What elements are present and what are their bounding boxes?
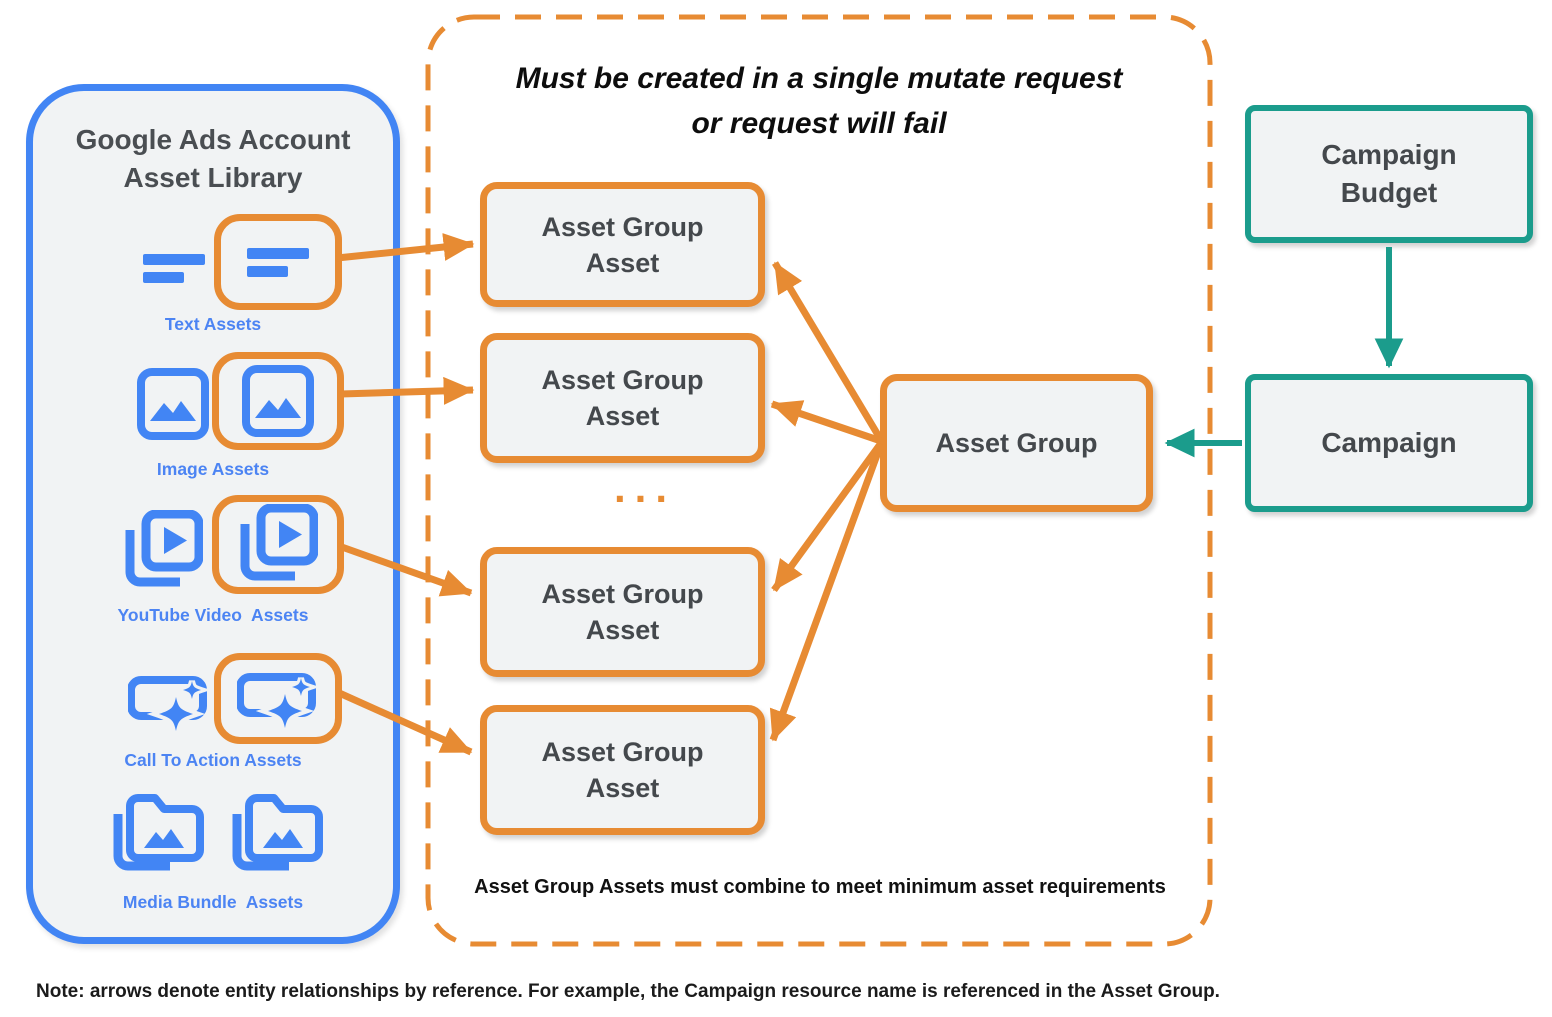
campaign-budget-label: Budget [1340,177,1438,208]
campaign-budget-box: Campaign Budget [1245,105,1533,243]
asset-group-asset-box-3: Asset Group Asset [480,547,765,677]
asset-group-asset-label: Asset Group [541,211,704,242]
media-bundle-assets-label: Media Bundle Assets [122,892,304,912]
youtube-video-asset-icon [125,510,203,587]
mutate-footnote: Asset Group Assets must combine to meet … [474,876,1166,898]
media-bundle-asset-icon [232,794,323,871]
asset-group-asset-box-4: Asset Group Asset [480,705,765,835]
asset-library-panel: Google Ads Account Asset Library Text As… [26,84,400,944]
text-asset-icon [143,254,205,283]
call-to-action-asset-icon [128,676,210,732]
text-asset-icon [247,248,309,277]
ellipsis-dots: ... [613,464,676,511]
youtube-video-asset-selected-frame [212,495,344,594]
asset-group-asset-box-2: Asset Group Asset [480,333,765,463]
asset-group-asset-label: Asset Group [541,365,704,395]
library-title: Google Ads Account Asset Library [33,121,393,197]
call-to-action-asset-icon [237,672,319,729]
call-to-action-asset-selected-frame [214,653,342,744]
reference-note: Note: arrows denote entity relationships… [36,981,1220,1002]
text-assets-label: Text Assets [164,314,262,334]
text-asset-selected-frame [214,214,342,310]
asset-group-asset-label: Asset Group [541,737,704,767]
campaign-label: Campaign [1321,427,1457,458]
asset-group-asset-label: Asset Group [541,579,704,609]
media-bundle-asset-icon [113,794,204,871]
asset-group-asset-label: Asset [585,401,660,431]
mutate-title-line1: Must be created in a single mutate reque… [515,62,1123,95]
asset-group-asset-label: Asset [585,615,660,645]
asset-group-label: Asset Group [935,428,1098,458]
call-to-action-assets-label: Call To Action Assets [124,750,302,770]
youtube-video-asset-icon [240,503,318,580]
mutate-title-line2: or request will fail [691,107,947,140]
image-asset-icon [137,368,209,440]
campaign-budget-label: Campaign [1321,139,1457,170]
asset-group-asset-label: Asset [585,247,660,278]
asset-group-asset-box-1: Asset Group Asset [480,182,765,307]
mutate-request-title: Must be created in a single mutate reque… [445,56,1193,146]
asset-group-asset-label: Asset [585,773,660,803]
image-asset-selected-frame [212,352,344,450]
image-asset-icon [242,365,314,437]
asset-group-box: Asset Group [880,374,1153,512]
library-title-line2: Asset Library [123,162,303,193]
image-assets-label: Image Assets [156,459,270,479]
campaign-box: Campaign [1245,374,1533,512]
youtube-video-assets-label: YouTube Video Assets [117,605,309,625]
library-title-line1: Google Ads Account [75,124,351,155]
